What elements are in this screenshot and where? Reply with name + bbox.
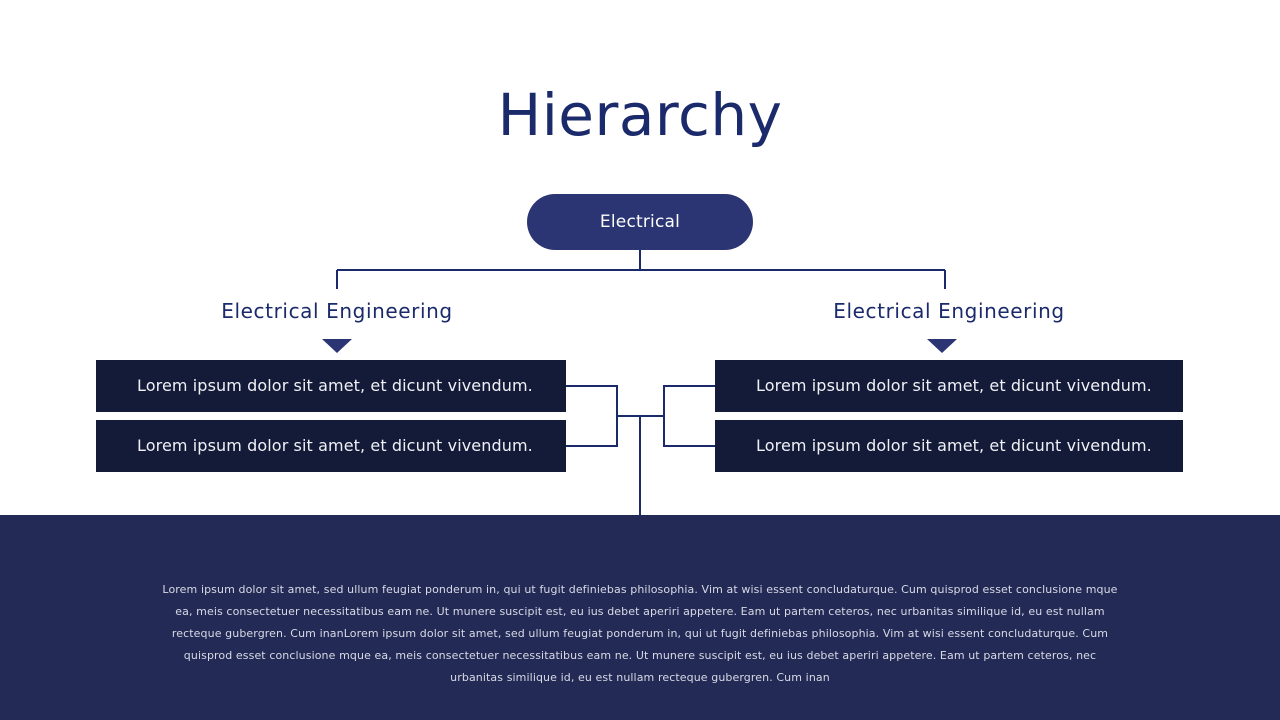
root-node-label: Electrical	[599, 212, 681, 232]
triangle-down-icon-right	[927, 339, 957, 353]
item-text: Lorem ipsum dolor sit amet, et dicunt vi…	[756, 376, 1152, 395]
root-node[interactable]: Electrical	[527, 194, 753, 250]
footer-band: Lorem ipsum dolor sit amet, sed ullum fe…	[0, 515, 1280, 720]
item-box-right-2[interactable]: Lorem ipsum dolor sit amet, et dicunt vi…	[715, 420, 1183, 472]
page-title: Hierarchy	[497, 81, 783, 149]
item-text: Lorem ipsum dolor sit amet, et dicunt vi…	[137, 376, 533, 395]
footer-paragraph: Lorem ipsum dolor sit amet, sed ullum fe…	[162, 583, 1118, 684]
item-box-right-1[interactable]: Lorem ipsum dolor sit amet, et dicunt vi…	[715, 360, 1183, 412]
triangle-down-icon-left	[322, 339, 352, 353]
item-text: Lorem ipsum dolor sit amet, et dicunt vi…	[756, 436, 1152, 455]
item-box-left-2[interactable]: Lorem ipsum dolor sit amet, et dicunt vi…	[96, 420, 566, 472]
item-box-left-1[interactable]: Lorem ipsum dolor sit amet, et dicunt vi…	[96, 360, 566, 412]
branch-label-left: Electrical Engineering	[221, 299, 453, 323]
item-text: Lorem ipsum dolor sit amet, et dicunt vi…	[137, 436, 533, 455]
branch-label-right: Electrical Engineering	[833, 299, 1065, 323]
